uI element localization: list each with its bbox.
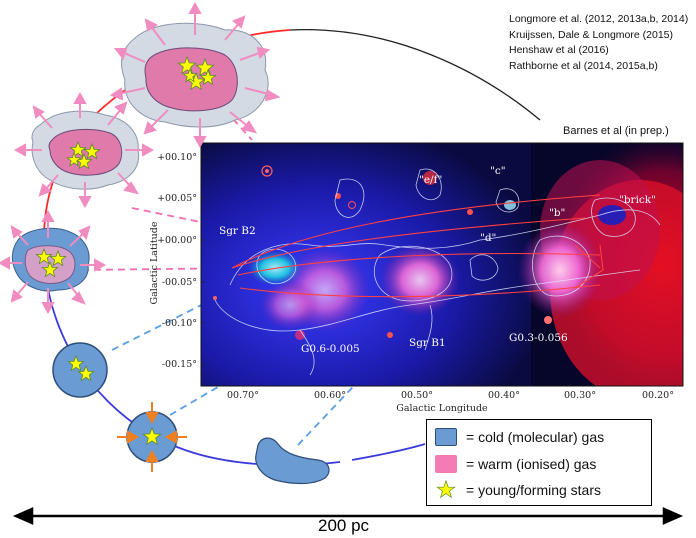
star-icon: [182, 67, 198, 83]
y-tick-5: -00.15°: [162, 359, 197, 370]
connector-3: [131, 207, 216, 226]
y-tick-labels: +00.10° +00.05° +00.00° -00.05° -00.10° …: [157, 152, 197, 370]
y-tick-1: +00.05°: [157, 193, 197, 204]
x-tick-5: 00.20°: [642, 390, 674, 401]
scale-bar: [12, 507, 684, 525]
star-icon: [83, 142, 101, 160]
x-axis-label: Galactic Longitude: [396, 403, 488, 414]
label-b: "b": [549, 207, 565, 219]
cloud-stage-6: [255, 437, 330, 485]
star-icon: [199, 68, 217, 86]
star-icon: [69, 140, 87, 158]
legend: = cold (molecular) gas = warm (ionised) …: [426, 419, 652, 506]
x-tick-1: 00.60°: [314, 390, 346, 401]
legend-item-cold: = cold (molecular) gas: [435, 425, 604, 449]
cloud-stage-2: [13, 91, 155, 209]
references-list: Longmore et al. (2012, 2013a,b, 2014) Kr…: [509, 12, 688, 74]
cold-gas-swatch: [435, 428, 457, 446]
cloud-stage-3: [0, 209, 107, 315]
label-d: "d": [480, 232, 496, 244]
reference-item: Kruijssen, Dale & Longmore (2015): [509, 28, 674, 41]
label-sgr-b2: Sgr B2: [219, 225, 256, 237]
orbit-black-segment: [289, 28, 541, 121]
reference-item: Rathborne et al (2014, 2015a,b): [509, 59, 658, 72]
star-icon: [77, 364, 95, 382]
star-icon: [66, 151, 82, 167]
x-tick-2: 00.50°: [401, 390, 433, 401]
reference-item: Henshaw et al (2016): [509, 44, 609, 56]
galactic-center-image: [200, 142, 684, 387]
star-icon: [49, 249, 67, 267]
star-icon: [436, 480, 456, 499]
star-icon: [41, 260, 59, 278]
y-tick-4: -00.10°: [162, 318, 197, 329]
scale-label: 200 pc: [318, 516, 370, 535]
x-tick-3: 00.40°: [488, 390, 520, 401]
y-tick-2: +00.00°: [157, 235, 197, 246]
label-g06: G0.6-0.005: [301, 343, 360, 355]
label-ef: "e/f": [419, 174, 442, 186]
image-credit: Barnes et al (in prep.): [563, 125, 669, 137]
x-tick-labels: 00.70° 00.60° 00.50° 00.40° 00.30° 00.20…: [227, 390, 674, 401]
legend-label-warm: = warm (ionised) gas: [466, 456, 597, 472]
legend-label-stars: = young/forming stars: [466, 482, 602, 498]
orbit-blue-segment-right: [351, 443, 426, 461]
x-tick-4: 00.30°: [564, 390, 596, 401]
x-tick-0: 00.70°: [227, 390, 259, 401]
star-icon: [195, 57, 215, 77]
y-tick-0: +00.10°: [157, 152, 197, 163]
star-icon: [142, 426, 162, 446]
label-brick: "brick": [619, 194, 656, 206]
legend-item-warm: = warm (ionised) gas: [435, 452, 596, 476]
label-sgr-b1: Sgr B1: [409, 337, 446, 349]
legend-item-stars: = young/forming stars: [435, 478, 601, 502]
y-axis: [201, 156, 205, 365]
reference-item: Longmore et al. (2012, 2013a,b, 2014): [509, 13, 689, 25]
y-tick-3: -00.05°: [162, 277, 197, 288]
star-icon: [177, 55, 197, 75]
y-axis-label: Galactic Latitude: [149, 221, 160, 304]
star-icon: [67, 354, 85, 372]
legend-label-cold: = cold (molecular) gas: [466, 429, 605, 445]
label-g03: G0.3-0.056: [509, 332, 568, 344]
label-c: "c": [490, 165, 506, 177]
star-icon: [35, 247, 53, 265]
warm-gas-swatch: [435, 455, 457, 473]
